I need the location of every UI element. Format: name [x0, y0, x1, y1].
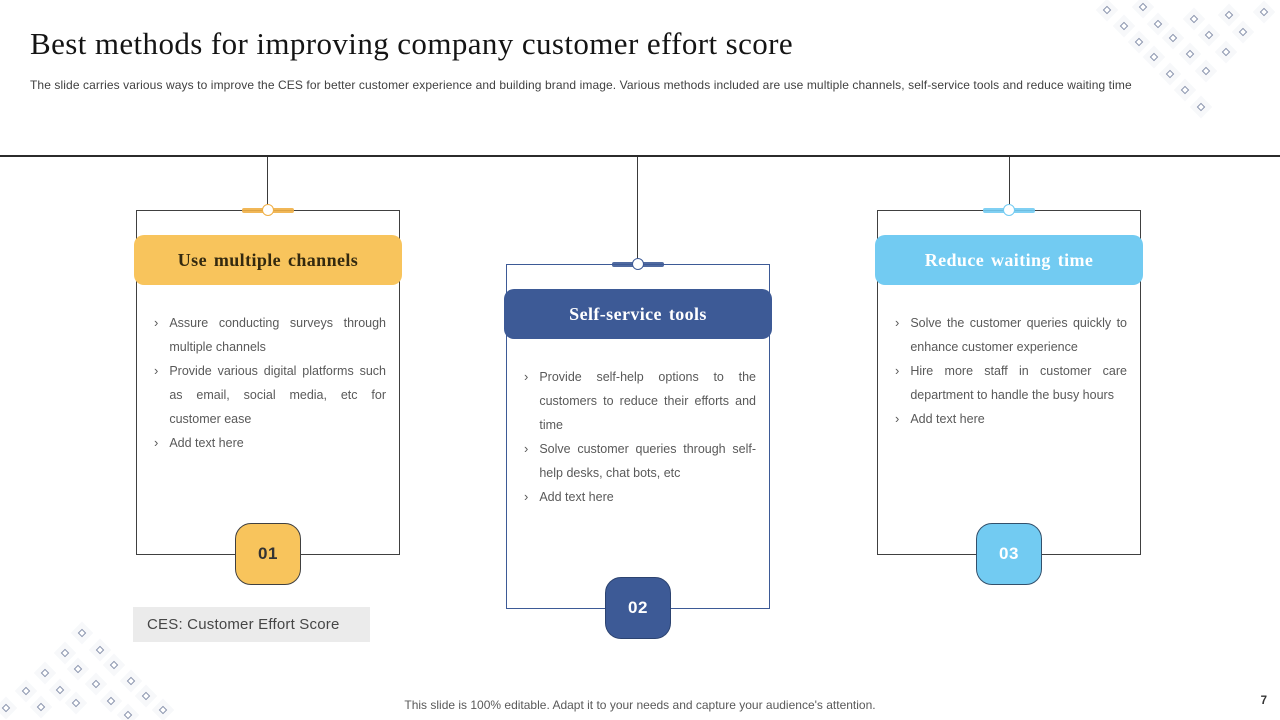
diamond-icon — [55, 685, 65, 695]
connector-node-circle-icon — [1003, 204, 1015, 216]
chevron-bullet-icon: › — [895, 363, 900, 378]
diamond-icon — [1119, 21, 1129, 31]
card-number-badge: 01 — [235, 523, 301, 585]
chevron-bullet-icon: › — [154, 363, 159, 378]
bullet-text: Provide various digital platforms such a… — [169, 364, 386, 426]
page-subtitle: The slide carries various ways to improv… — [30, 78, 1132, 92]
connector-line-2 — [637, 157, 638, 264]
connector-line-1 — [267, 157, 268, 210]
diamond-icon — [21, 686, 31, 696]
list-item: › Add text here — [524, 485, 756, 509]
diamond-icon — [1201, 66, 1211, 76]
diamond-icon — [1204, 30, 1214, 40]
diamond-icon — [126, 676, 136, 686]
card-title: Reduce waiting time — [875, 235, 1143, 285]
chevron-bullet-icon: › — [895, 411, 900, 426]
connector-node-circle-icon — [262, 204, 274, 216]
diamond-icon — [91, 679, 101, 689]
list-item: › Provide various digital platforms such… — [154, 359, 386, 431]
list-item: › Add text here — [895, 407, 1127, 431]
connector-line-3 — [1009, 157, 1010, 210]
diamond-icon — [1185, 49, 1195, 59]
diamond-icon — [1168, 33, 1178, 43]
diamond-icon — [1224, 10, 1234, 20]
diamond-icon — [123, 710, 133, 720]
chevron-bullet-icon: › — [524, 489, 529, 504]
card-title: Self-service tools — [504, 289, 772, 339]
bullet-text: Add text here — [539, 490, 614, 504]
method-card-use-multiple-channels: Use multiple channels › Assure conductin… — [134, 204, 402, 585]
diamond-icon — [60, 648, 70, 658]
page-number: 7 — [1260, 695, 1267, 707]
card-bullet-list: › Solve the customer queries quickly to … — [895, 311, 1127, 431]
list-item: › Solve customer queries through self-he… — [524, 437, 756, 485]
diamond-icon — [73, 664, 83, 674]
diamond-icon — [1238, 27, 1248, 37]
list-item: › Provide self-help options to the custo… — [524, 365, 756, 437]
bullet-text: Add text here — [910, 412, 985, 426]
diamond-icon — [109, 660, 119, 670]
diamond-icon — [1138, 2, 1148, 12]
bullet-text: Provide self-help options to the custome… — [539, 370, 756, 432]
chevron-bullet-icon: › — [524, 441, 529, 456]
card-number-badge: 02 — [605, 577, 671, 639]
bullet-text: Solve customer queries through self-help… — [539, 442, 756, 480]
diamond-icon — [1221, 47, 1231, 57]
diamond-icon — [1149, 52, 1159, 62]
diamond-icon — [40, 668, 50, 678]
page-title: Best methods for improving company custo… — [30, 26, 794, 61]
card-bullet-list: › Provide self-help options to the custo… — [524, 365, 756, 509]
method-card-self-service-tools: Self-service tools › Provide self-help o… — [504, 258, 772, 639]
diamond-icon — [77, 628, 87, 638]
diamond-icon — [1165, 69, 1175, 79]
diamond-icon — [1259, 7, 1269, 17]
bullet-text: Hire more staff in customer care departm… — [910, 364, 1127, 402]
list-item: › Assure conducting surveys through mult… — [154, 311, 386, 359]
diamond-icon — [1189, 14, 1199, 24]
chevron-bullet-icon: › — [524, 369, 529, 384]
connector-node-circle-icon — [632, 258, 644, 270]
bullet-text: Assure conducting surveys through multip… — [169, 316, 386, 354]
ces-note: CES: Customer Effort Score — [133, 607, 370, 642]
footer-note: This slide is 100% editable. Adapt it to… — [404, 698, 876, 712]
diamond-icon — [1102, 5, 1112, 15]
card-title: Use multiple channels — [134, 235, 402, 285]
bullet-text: Solve the customer queries quickly to en… — [910, 316, 1127, 354]
diamond-icon — [1153, 19, 1163, 29]
card-bullet-list: › Assure conducting surveys through mult… — [154, 311, 386, 455]
chevron-bullet-icon: › — [154, 435, 159, 450]
bullet-text: Add text here — [169, 436, 244, 450]
diamond-icon — [1134, 37, 1144, 47]
card-number-badge: 03 — [976, 523, 1042, 585]
divider-line — [0, 155, 1280, 157]
diamond-icon — [1196, 102, 1206, 112]
method-card-reduce-waiting-time: Reduce waiting time › Solve the customer… — [875, 204, 1143, 585]
list-item: › Hire more staff in customer care depar… — [895, 359, 1127, 407]
chevron-bullet-icon: › — [895, 315, 900, 330]
chevron-bullet-icon: › — [154, 315, 159, 330]
diamond-icon — [1180, 85, 1190, 95]
list-item: › Solve the customer queries quickly to … — [895, 311, 1127, 359]
diamond-icon — [95, 645, 105, 655]
list-item: › Add text here — [154, 431, 386, 455]
